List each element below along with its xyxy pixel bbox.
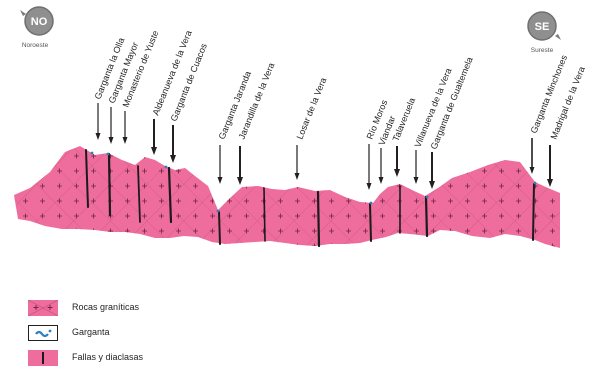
gorge-mark	[426, 196, 429, 199]
fault-swatch-icon	[28, 350, 58, 366]
compass-abbr-northwest: NO	[31, 16, 48, 28]
gorge-mark	[165, 166, 168, 169]
label-losar-de-la-vera: Losar de la Vera	[295, 76, 329, 180]
gorge-mark	[107, 153, 110, 156]
gorge-mark	[534, 182, 537, 185]
compass-abbr-southeast: SE	[535, 21, 550, 33]
gorge-mark	[91, 152, 94, 155]
granite-swatch-icon	[28, 300, 58, 316]
fault-line	[219, 212, 220, 244]
gorge-mark	[370, 202, 373, 205]
fault-line	[533, 184, 534, 240]
compass-label-northwest: Noroeste	[22, 42, 49, 49]
legend-item-gorge: Garganta	[28, 325, 288, 343]
fault-line	[109, 154, 110, 215]
granite-profile	[14, 146, 560, 248]
compass-label-southeast: Sureste	[531, 47, 554, 54]
compass-northwest: NO Noroeste	[20, 7, 53, 49]
fault-line	[370, 204, 371, 241]
fault-line	[264, 188, 265, 241]
fault-line	[318, 192, 319, 246]
label-garganta-de-gualtemela: Garganta de Gualtemela	[429, 56, 475, 189]
legend-label-gorge: Garganta	[72, 327, 110, 337]
legend-item-granite: Rocas graníticas	[28, 300, 288, 318]
fault-line	[426, 197, 427, 236]
legend-label-granite: Rocas graníticas	[72, 302, 139, 312]
gorge-mark	[217, 210, 220, 213]
legend-item-fault: Fallas y diaclasas	[28, 350, 288, 368]
gorge-swatch-icon	[28, 325, 58, 341]
svg-text:Losar de la Vera: Losar de la Vera	[295, 76, 329, 141]
label-talaveruela: Talaveruela	[391, 96, 418, 177]
legend-label-fault: Fallas y diaclasas	[72, 352, 143, 362]
compass-southeast: SE Sureste	[528, 12, 561, 54]
